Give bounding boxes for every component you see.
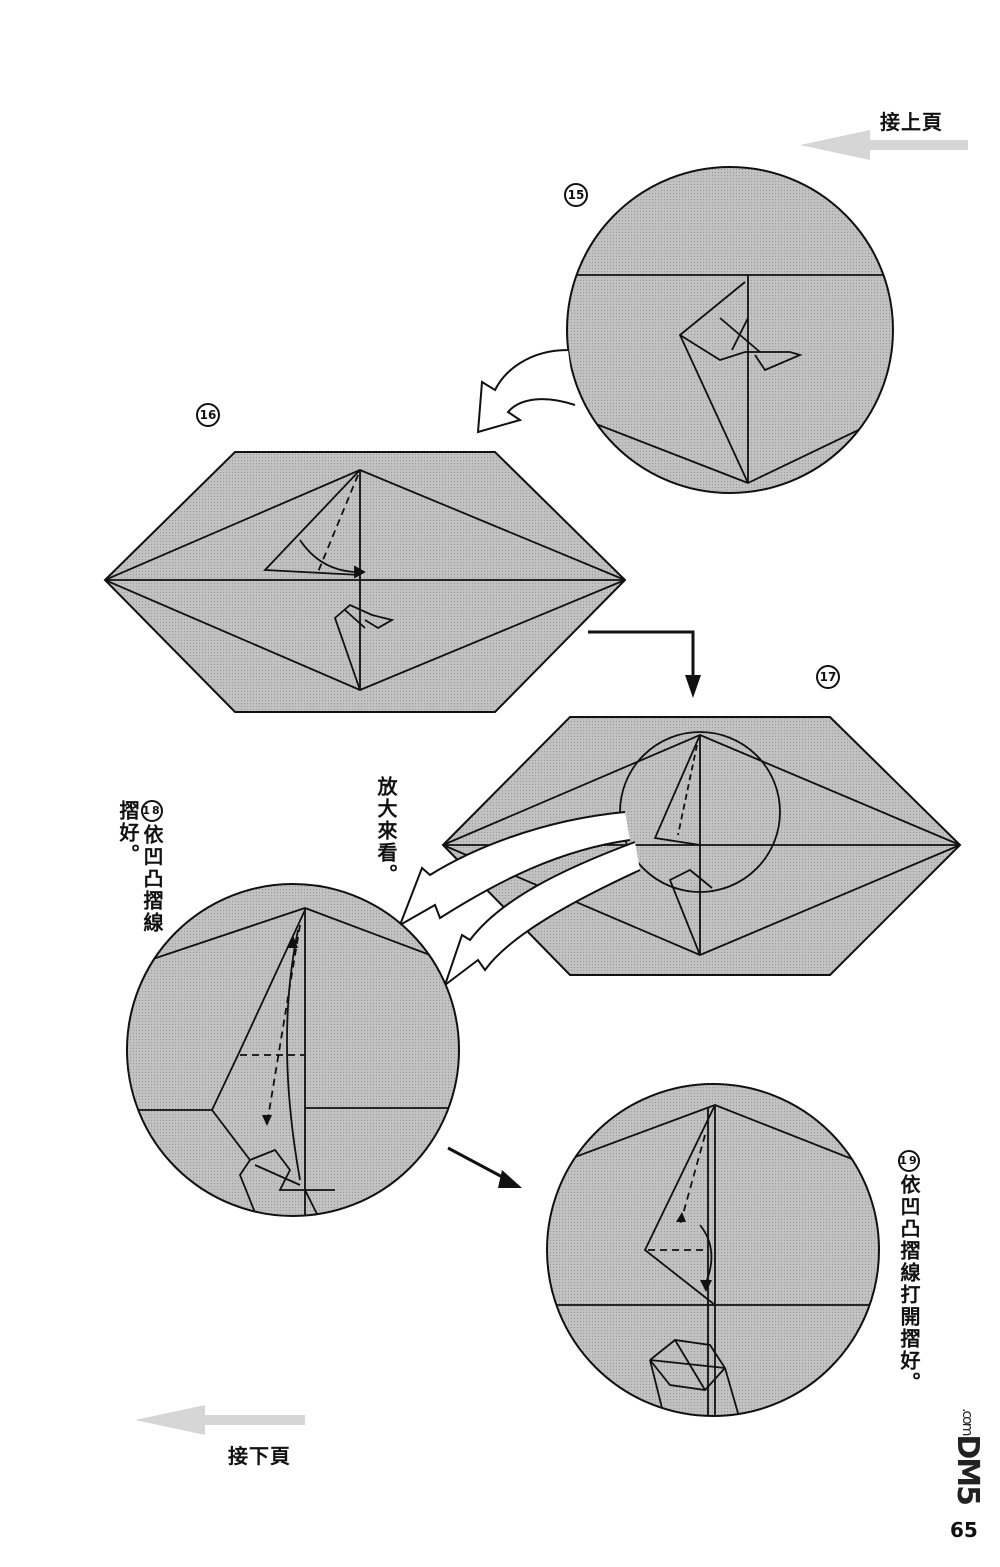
step-19-number: 19 (898, 1150, 920, 1172)
step-19-instruction-text: 依凹凸摺線打開摺好。 (897, 1174, 921, 1394)
step-19-instruction: 19依凹凸摺線打開摺好。 (897, 1150, 921, 1394)
next-page-label[interactable]: 接下頁 (228, 1444, 291, 1468)
step-18-number: 18 (141, 800, 163, 822)
step-18-diagram (126, 883, 460, 1217)
step-16-diagram (103, 451, 627, 713)
step-16-to-17-arrow-icon (588, 630, 695, 680)
watermark-suffix: .com (959, 1408, 975, 1435)
step-19-diagram (546, 1083, 880, 1417)
prev-page-label[interactable]: 接上頁 (880, 110, 943, 134)
watermark-logo: .comDM5 (950, 1408, 985, 1504)
prev-page-arrow-icon[interactable] (800, 130, 968, 160)
step-16-number: 16 (196, 403, 220, 427)
step-15-to-16-arrow-icon (476, 349, 576, 434)
watermark-brand: DM5 (950, 1434, 985, 1504)
step-18-instruction-line-2: 摺好。 (116, 800, 140, 866)
page-number: 65 (950, 1518, 978, 1542)
step-15-diagram (566, 166, 894, 494)
step-18-instruction: 18依凹凸摺線 摺好。 (116, 800, 164, 960)
step-17-number: 17 (816, 665, 840, 689)
next-page-arrow-icon[interactable] (135, 1405, 305, 1435)
step-18-instruction-line-1: 依凹凸摺線 (140, 824, 164, 934)
zoom-callout-text: 放大來看。 (374, 776, 398, 886)
step-15-number: 15 (564, 183, 588, 207)
step-18-to-19-arrow-icon (447, 1146, 509, 1182)
